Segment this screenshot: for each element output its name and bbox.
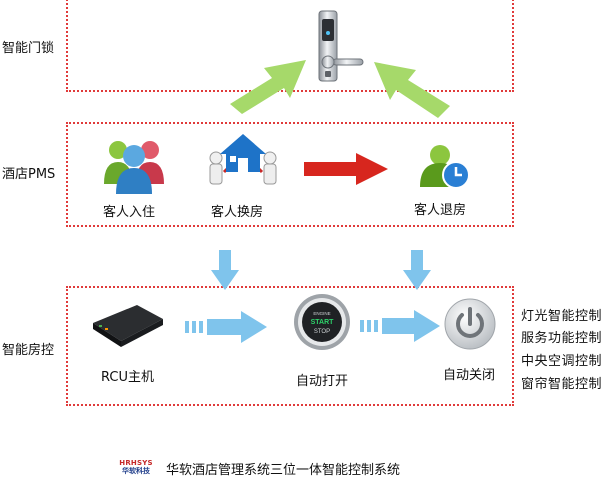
label-auto-off: 自动关闭 — [443, 368, 496, 383]
label-guest-checkout: 客人退房 — [414, 203, 467, 218]
door-lock-icon — [313, 9, 365, 83]
engine-text: ENGINE — [313, 311, 330, 316]
checkout-user-clock-icon — [418, 141, 470, 193]
row-label-smart-lock: 智能门锁 — [2, 41, 55, 56]
blue-arrow-down-right — [403, 250, 431, 290]
green-arrow-up-left — [372, 60, 452, 120]
change-room-house-icon — [206, 132, 280, 188]
footer-title: 华软酒店管理系统三位一体智能控制系统 — [166, 463, 401, 478]
row-label-smart-room-control: 智能房控 — [2, 343, 55, 358]
striped-blue-arrow-right-1 — [185, 311, 267, 343]
red-arrow-right — [304, 153, 388, 185]
hrhsys-logo: HRHSYS 华软科技 — [114, 459, 158, 475]
blue-arrow-down-left — [211, 250, 239, 290]
label-guest-change-room: 客人换房 — [211, 205, 264, 220]
row-label-hotel-pms: 酒店PMS — [2, 167, 56, 182]
hotel-pms-zone — [66, 122, 514, 227]
feature-curtain-control: 窗帘智能控制 — [521, 377, 603, 392]
logo-line-english: HRHSYS — [119, 459, 153, 467]
striped-blue-arrow-right-2 — [360, 310, 440, 342]
guests-group-icon — [102, 136, 166, 196]
feature-service-control: 服务功能控制 — [521, 331, 603, 346]
label-guest-checkin: 客人入住 — [103, 205, 156, 220]
engine-start-stop-button-icon: ENGINE START STOP — [293, 293, 351, 351]
green-arrow-up-right — [228, 58, 308, 116]
power-off-icon — [444, 298, 496, 350]
logo-line-chinese: 华软科技 — [122, 467, 150, 475]
feature-lighting-control: 灯光智能控制 — [521, 309, 603, 324]
rcu-host-device-icon — [91, 301, 165, 347]
label-rcu-host: RCU主机 — [101, 370, 154, 385]
label-auto-on: 自动打开 — [296, 374, 349, 389]
feature-hvac-control: 中央空调控制 — [521, 354, 603, 369]
start-text: START — [311, 319, 335, 326]
smart-room-control-zone — [66, 286, 514, 406]
stop-text: STOP — [314, 329, 330, 335]
